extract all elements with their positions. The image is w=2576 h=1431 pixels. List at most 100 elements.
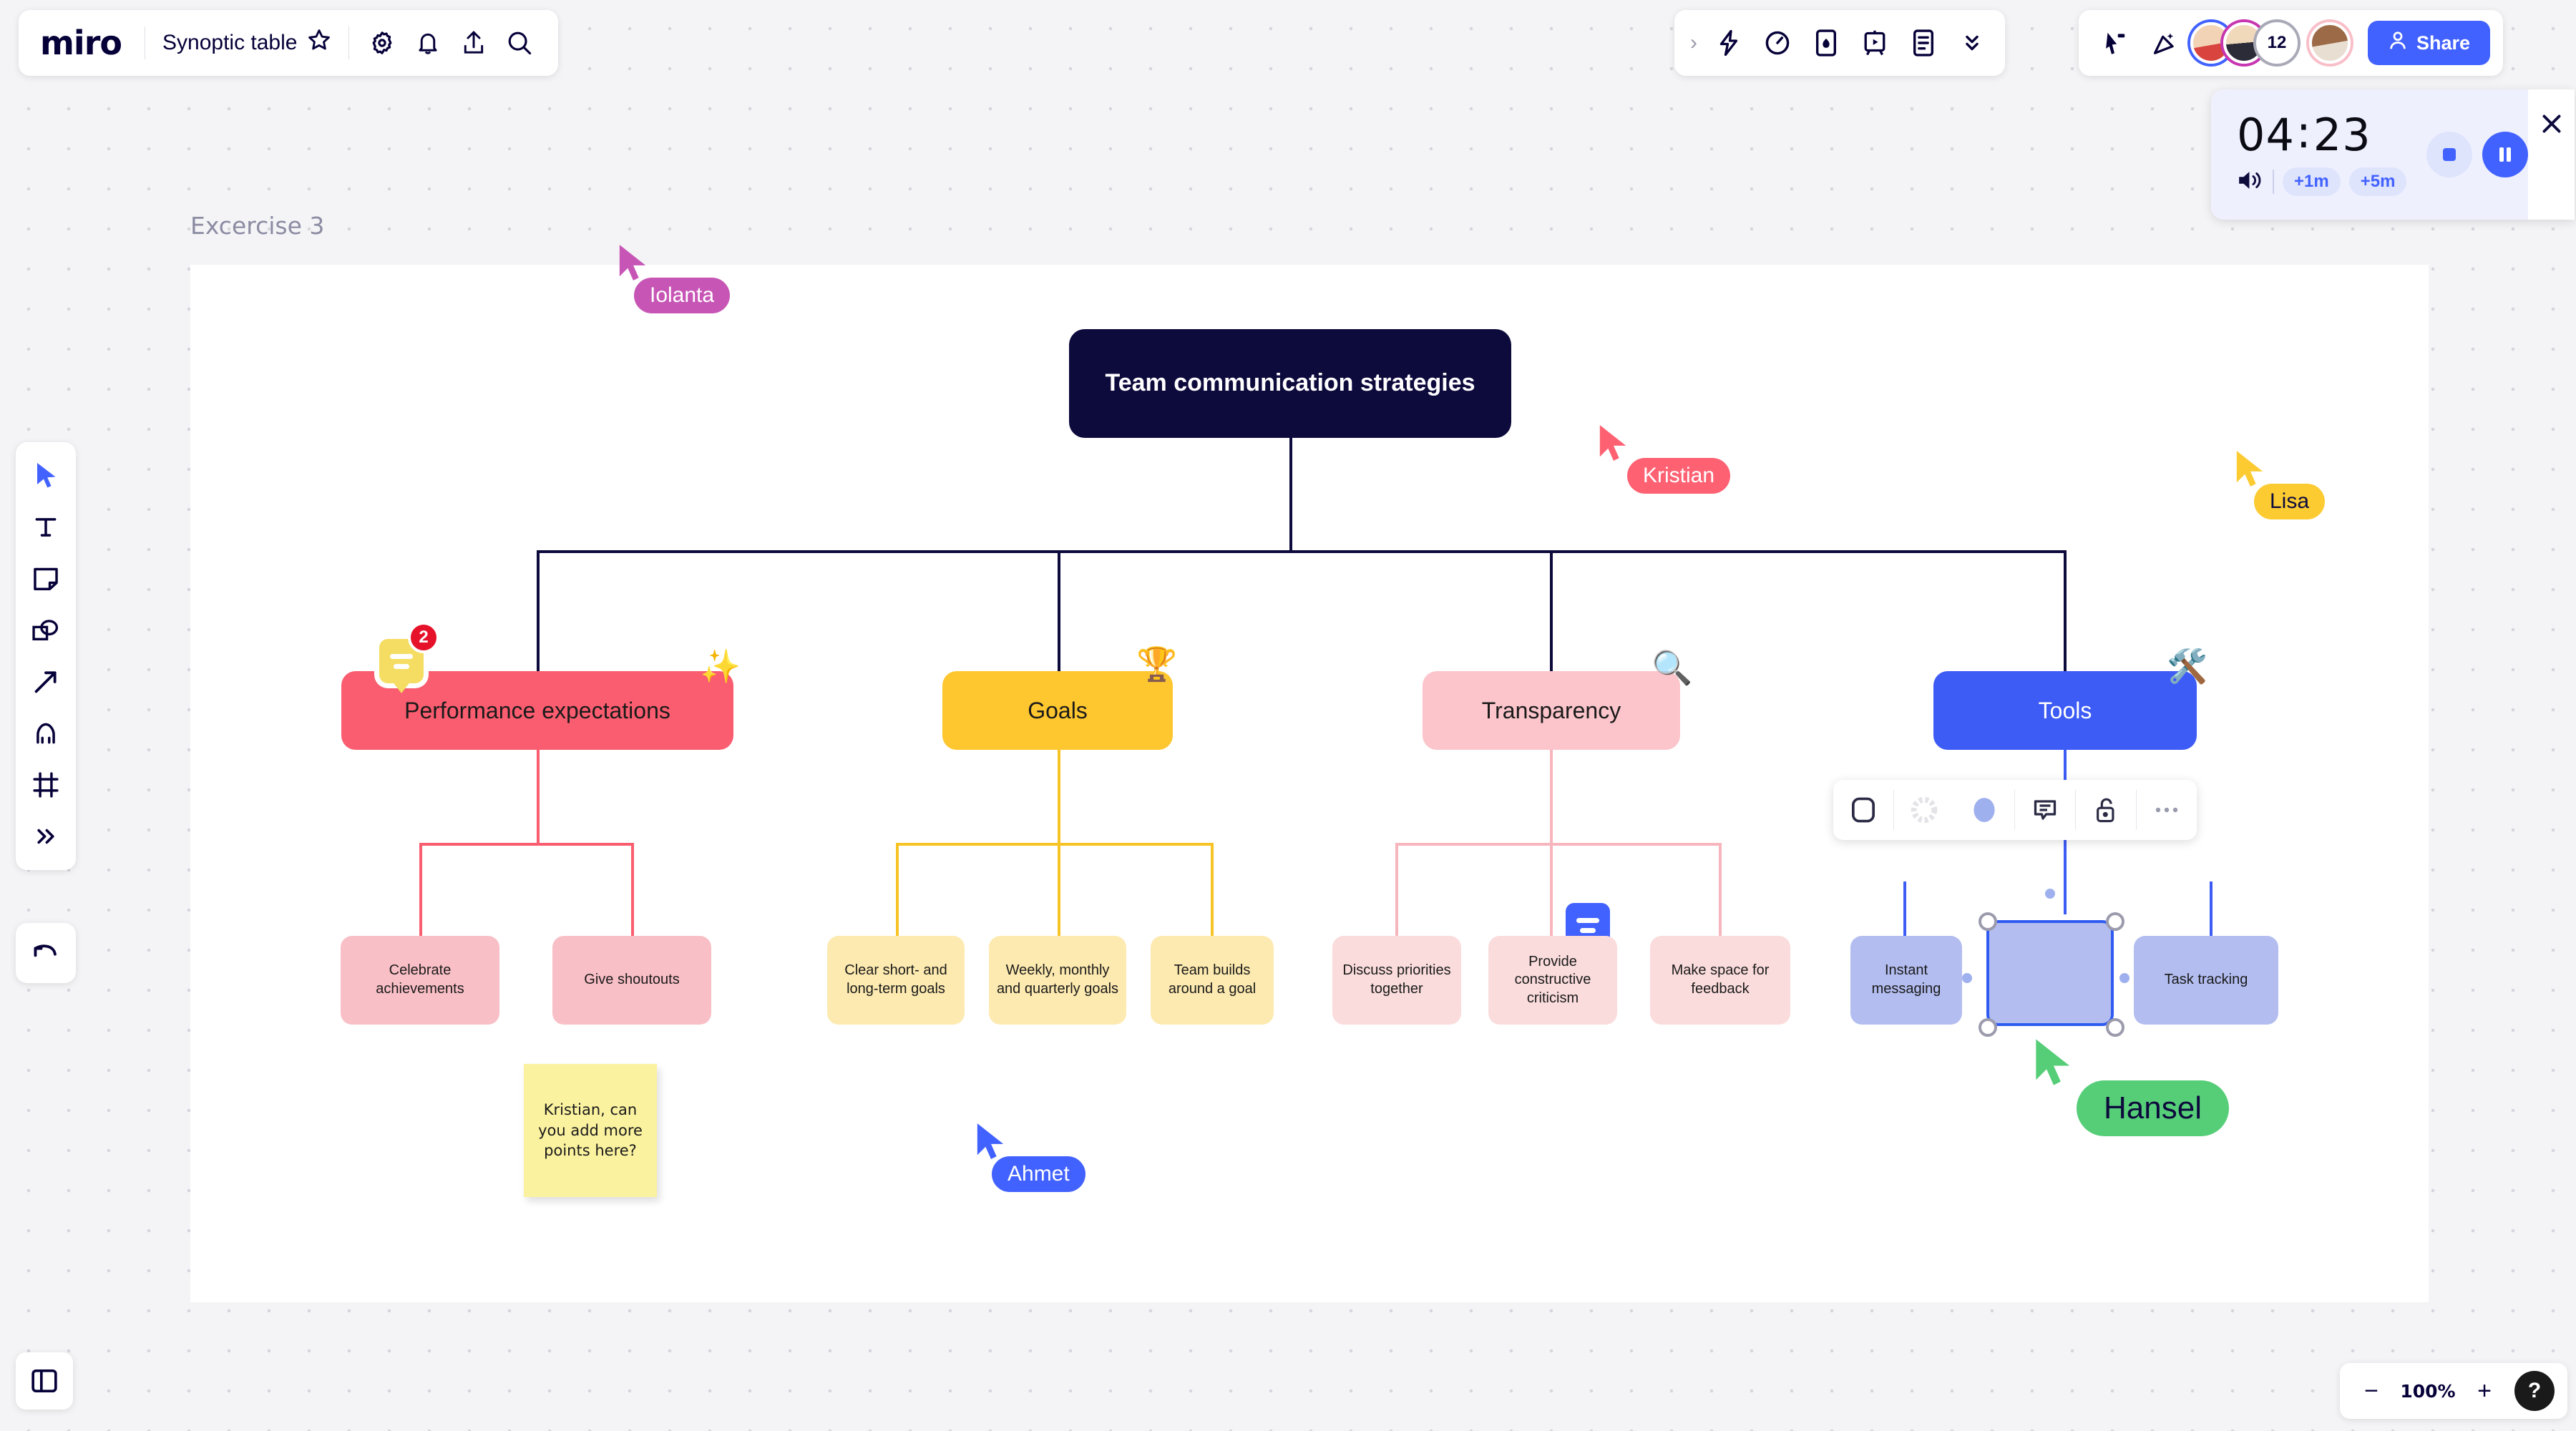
select-tool[interactable] <box>22 452 69 499</box>
notes-icon[interactable] <box>1901 20 1946 66</box>
board-title-group[interactable]: Synoptic table <box>155 28 338 58</box>
undo-icon <box>34 944 57 957</box>
cursor-arrow-icon <box>37 463 56 488</box>
toolbar-separator <box>2014 790 2015 830</box>
pen-tool[interactable] <box>22 710 69 757</box>
reactions-icon[interactable] <box>2142 20 2187 66</box>
pen-icon <box>36 723 55 744</box>
search-icon[interactable] <box>497 20 542 66</box>
pause-button[interactable] <box>2482 132 2529 177</box>
lightning-icon[interactable] <box>1706 20 1752 66</box>
close-icon[interactable] <box>2539 111 2565 140</box>
cursor-arrow-icon <box>2236 451 2263 487</box>
comment-badge-performance[interactable]: 2 <box>379 622 439 683</box>
node-leaf-task-tracking[interactable]: Task tracking <box>2134 936 2278 1025</box>
add-five-minutes-button[interactable]: +5m <box>2348 167 2407 196</box>
zoom-in-button[interactable]: + <box>2477 1377 2492 1405</box>
text-t-icon <box>35 518 57 537</box>
resize-handle-bl[interactable] <box>1979 1018 1997 1037</box>
connection-point-top[interactable] <box>2045 889 2055 899</box>
comment-line <box>1580 927 1596 933</box>
cursor-label-lisa: Lisa <box>2254 484 2326 519</box>
frame-label: Excercise 3 <box>190 212 325 240</box>
zoom-out-button[interactable]: − <box>2364 1377 2379 1405</box>
stop-button[interactable] <box>2426 132 2473 177</box>
connector-tool[interactable] <box>22 658 69 705</box>
edge-b1-c2 <box>631 843 634 936</box>
cursor-arrow-icon <box>1599 425 1626 461</box>
help-button[interactable]: ? <box>2514 1371 2555 1411</box>
edge-drop-4 <box>2064 550 2067 672</box>
resize-handle-tr[interactable] <box>2106 912 2124 931</box>
color-empty-icon[interactable] <box>1894 780 1954 840</box>
add-one-minute-button[interactable]: +1m <box>2283 167 2341 196</box>
bell-icon[interactable] <box>405 20 451 66</box>
share-button[interactable]: Share <box>2368 21 2491 65</box>
edge-drop-2 <box>1058 550 1060 672</box>
miro-logo[interactable]: miro <box>40 24 122 62</box>
node-leaf-selected-empty[interactable] <box>1986 920 2114 1026</box>
context-toolbar[interactable] <box>1833 780 2197 840</box>
edge-b1-down <box>537 750 540 844</box>
sticky-note-icon <box>34 567 58 590</box>
edge-b3-c3 <box>1719 843 1722 936</box>
node-leaf-discuss-priorities[interactable]: Discuss priorities together <box>1332 936 1461 1025</box>
connection-point-left[interactable] <box>1962 973 1972 983</box>
side-panel-toggle[interactable] <box>16 1352 73 1410</box>
avatar-overflow-count[interactable]: 12 <box>2256 22 2298 64</box>
chevron-double-down-icon[interactable] <box>1949 20 1995 66</box>
sticky-note[interactable]: Kristian, can you add more points here? <box>524 1064 657 1197</box>
node-leaf-team-builds[interactable]: Team builds around a goal <box>1151 936 1274 1025</box>
text-tool[interactable] <box>22 504 69 551</box>
edge-b1-bus <box>419 843 634 846</box>
timer-widget[interactable]: 04:23 +1m +5m <box>2211 89 2575 220</box>
node-leaf-celebrate-achievements[interactable]: Celebrate achievements <box>341 936 499 1025</box>
star-icon[interactable] <box>307 28 331 58</box>
upload-icon[interactable] <box>451 20 497 66</box>
shapes-tool[interactable] <box>22 607 69 654</box>
avatar-self[interactable] <box>2309 22 2351 64</box>
timer-display: 04:23 <box>2237 110 2406 157</box>
node-branch-tools[interactable]: Tools <box>1933 671 2197 750</box>
node-leaf-clear-goals[interactable]: Clear short- and long-term goals <box>827 936 965 1025</box>
node-leaf-provide-criticism[interactable]: Provide constructive criticism <box>1488 936 1617 1025</box>
edge-bus <box>537 550 2067 553</box>
top-toolbar-left: miro Synoptic table <box>19 10 559 76</box>
node-branch-goals[interactable]: Goals <box>942 671 1173 750</box>
cursor-lisa: Lisa <box>2234 449 2326 519</box>
resize-handle-br[interactable] <box>2106 1018 2124 1037</box>
more-options-icon[interactable] <box>2137 780 2197 840</box>
undo-button[interactable] <box>16 923 76 983</box>
sticky-note-tool[interactable] <box>22 555 69 602</box>
color-fill-icon[interactable] <box>1954 780 2014 840</box>
node-branch-transparency[interactable]: Transparency <box>1423 671 1680 750</box>
cursor-chat-icon[interactable] <box>2092 20 2137 66</box>
present-icon[interactable] <box>1852 20 1898 66</box>
node-root[interactable]: Team communication strategies <box>1069 329 1511 438</box>
edge-b4-c1 <box>1903 881 1906 939</box>
node-leaf-make-space-feedback[interactable]: Make space for feedback <box>1650 936 1790 1025</box>
edge-b2-down <box>1058 750 1060 844</box>
timer-icon[interactable] <box>1755 20 1800 66</box>
comment-line <box>1576 917 1599 923</box>
unlock-icon[interactable] <box>2076 780 2136 840</box>
resize-handle-tl[interactable] <box>1979 912 1997 931</box>
connection-point-right[interactable] <box>2119 973 2129 983</box>
comment-icon[interactable] <box>2015 780 2075 840</box>
gear-icon[interactable] <box>359 20 405 66</box>
frame-tool[interactable] <box>22 761 69 809</box>
node-leaf-instant-messaging[interactable]: Instant messaging <box>1850 936 1962 1025</box>
arrow-icon <box>34 671 57 693</box>
person-icon <box>2388 30 2408 57</box>
more-tools[interactable] <box>22 813 69 860</box>
node-leaf-give-shoutouts[interactable]: Give shoutouts <box>552 936 711 1025</box>
chevron-right-icon[interactable]: › <box>1690 31 1697 54</box>
edge-b3-c2 <box>1550 843 1553 936</box>
collaborator-avatars[interactable]: 12 <box>2190 22 2351 64</box>
volume-icon[interactable] <box>2237 169 2264 195</box>
video-icon[interactable] <box>1803 20 1849 66</box>
edge-b3-bus <box>1395 843 1722 846</box>
shape-icon[interactable] <box>1833 780 1893 840</box>
cursor-iolanta: Iolanta <box>617 243 731 313</box>
node-leaf-weekly-goals[interactable]: Weekly, monthly and quarterly goals <box>989 936 1126 1025</box>
